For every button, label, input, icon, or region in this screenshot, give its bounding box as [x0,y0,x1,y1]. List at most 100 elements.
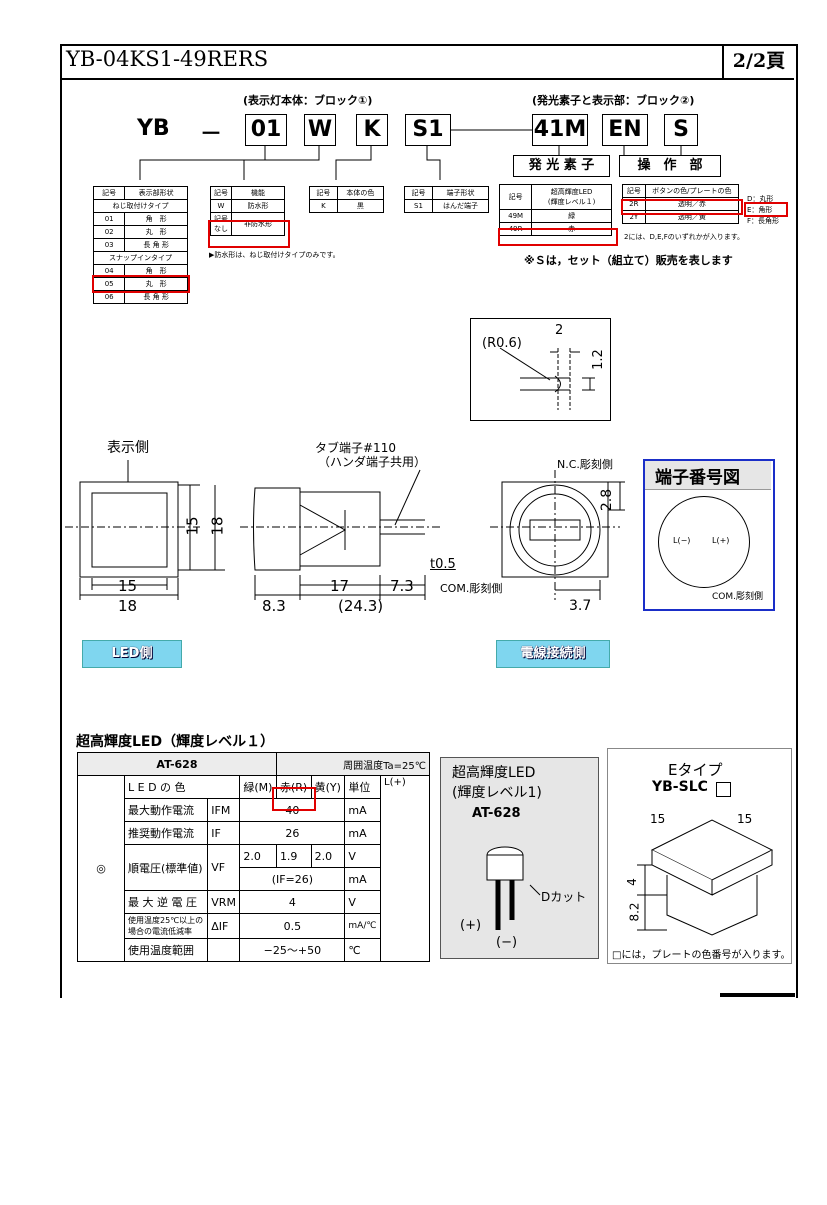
code-color: K [356,114,388,146]
led-panel-title1: 超高輝度LED [452,765,536,781]
cell: 2.0 [239,844,277,868]
terminal-com: COM.彫刻側 [712,592,763,602]
cell: IF [207,821,241,845]
cell: 0.5 [239,913,346,939]
dim-243: (24.3) [338,597,384,615]
cell: mA [344,867,381,891]
com-label: COM.彫刻側 [440,582,503,595]
highlight-e [744,202,788,217]
highlight-nonwaterproof [208,220,290,248]
etype-dim-82: 8.2 [627,902,642,922]
dim-18-h: 18 [118,597,138,615]
subheader: ねじ取付けタイプ [93,199,188,213]
cell: V [344,890,381,914]
etype-title: Eタイプ [668,761,723,779]
cell: 2.0 [310,844,346,868]
code-prefix: YB [137,116,170,141]
display-side-label: 表示側 [107,440,149,456]
cell: 最大動作電流 [123,798,209,822]
led-minus: (−) [496,935,518,950]
detail-panel [470,318,611,421]
cell: 黒 [336,199,385,213]
cell: 02 [92,225,126,239]
dim-73: 7.3 [390,577,414,595]
dim-12: 1.2 [590,349,606,370]
page-number: 2/2頁 [722,44,794,78]
button-note: 2には、D,E,Fのいずれかが入ります。 [624,233,745,241]
function-note: ▶防水形は、ねじ取付けタイプのみです。 [209,251,340,259]
th: 記号 [309,186,338,200]
th: 超高輝度LED (輝度レベル１) [531,184,612,210]
shape-f: F：長角形 [747,217,780,225]
bottom-bar [720,993,795,997]
cell: 使用温度25℃以上の 場合の電流低減率 [123,913,209,939]
block1-label: (表示灯本体：ブロック①) [243,94,373,107]
etype-panel [607,748,792,964]
document-frame [60,44,798,998]
tab-label-2: （ハンダ端子共用） [318,455,427,469]
dim-17: 17 [330,577,350,595]
led-part-drawing [486,846,541,930]
etype-dim-4: 4 [624,878,639,886]
terminal-header [645,461,771,490]
cell: 角 形 [124,212,188,226]
lplus: L(+) [384,777,406,788]
highlight-2r [621,199,743,215]
th: 端子形状 [432,186,489,200]
cell: S1 [404,199,433,213]
cell: ΔIF [207,913,241,939]
spec-heading: 超高輝度LED（輝度レベル１） [76,734,275,750]
code-shape: 01 [245,114,287,146]
tab-label: タブ端子#110 [315,441,396,455]
cell: 長 角 形 [124,238,188,252]
spec-model: AT-628 [77,752,277,776]
wire-side-button[interactable]: 電線接続側 [496,640,610,668]
shape-d: D：丸形 [747,195,774,203]
terminal-diagram [643,459,775,611]
th: ボタンの色/プレートの色 [644,184,740,198]
cell: 非防水形 [231,212,285,236]
led-side-button[interactable]: LED側 [82,640,182,668]
cell: mA [344,821,381,845]
code-function: W [304,114,336,146]
cell: 49M [498,209,533,223]
th: 表示部形状 [124,186,188,200]
th: 記号 [622,184,646,198]
th: 記号 [498,184,533,210]
cell: mA/℃ [344,913,381,939]
cell: 緑 [531,209,612,223]
cell: W [210,199,232,213]
etype-drawing [637,819,774,936]
dim-37: 3.7 [569,598,592,614]
th: 機能 [231,186,285,200]
nc-label: N.C.彫刻側 [557,458,613,471]
cell: ℃ [344,938,381,962]
terminal-lminus: L(−) [673,536,691,545]
cell: V [344,844,381,868]
shape-e: E：角形 [747,206,773,214]
th: 本体の色 [336,186,385,200]
operation-label: 操 作 部 [619,155,721,177]
led-panel-model: AT-628 [472,806,521,821]
dim-83: 8.3 [262,597,286,615]
cell: 4 [239,890,346,914]
set-note: ※Ｓは，セット（組立て）販売を表します [524,254,733,267]
dim-2: 2 [555,323,564,338]
document-title: YB-04KS1-49RERS [66,47,269,71]
dim-28: 2.8 [599,488,616,512]
cell: (IF=26) [239,867,346,891]
cell: mA [344,798,381,822]
circuit-cell: L(+) [380,775,430,962]
highlight-red-col [272,787,316,811]
cell: VF [207,844,241,891]
t05-label: t0.5 [430,557,456,572]
cell: IFM [207,798,241,822]
cell: 丸 形 [124,225,188,239]
th: 記号 [92,186,126,200]
dim-18-v: 18 [208,516,227,536]
highlight-49r [498,228,618,246]
etype-note: □には，プレートの色番号が入ります。 [612,950,791,961]
